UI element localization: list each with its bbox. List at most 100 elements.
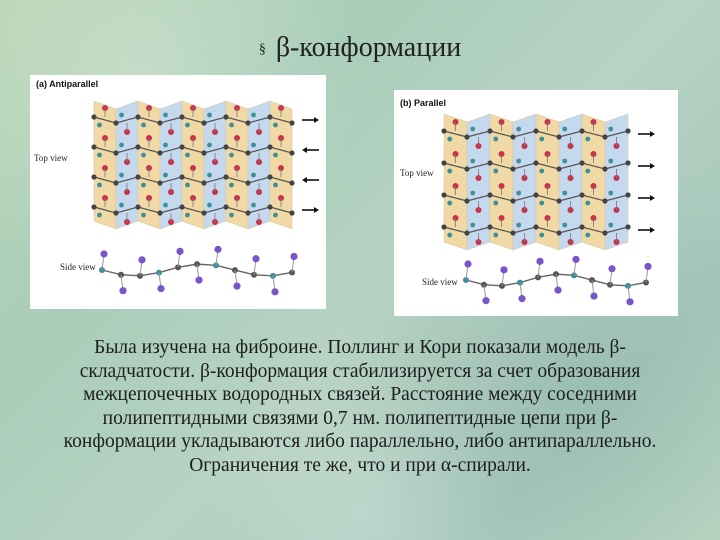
r-group-atom <box>644 262 652 271</box>
antiparallel-sheet-figure: (a) Antiparallel Top view Side view <box>30 75 326 309</box>
carbon-atom <box>289 180 295 186</box>
nitrogen-atom <box>608 222 614 228</box>
nitrogen-atom <box>141 122 146 128</box>
nitrogen-atom <box>229 182 234 188</box>
r-group-atom <box>290 252 298 261</box>
carbon-atom <box>135 114 141 120</box>
carbon-atom <box>201 120 207 126</box>
carbon-atom <box>157 180 163 186</box>
nitrogen-atom <box>585 136 591 142</box>
r-group-atom <box>176 247 184 255</box>
nitrogen-atom <box>516 190 522 196</box>
carbon-atom <box>464 166 470 172</box>
parallel-side-view-label: Side view <box>422 277 458 287</box>
r-group-atom <box>554 286 562 294</box>
side-atom <box>481 281 487 288</box>
antiparallel-diagram: (a) Antiparallel Top view Side view <box>34 79 319 296</box>
parallel-top-view-label: Top view <box>400 168 434 178</box>
carbon-atom <box>625 128 631 134</box>
r-group-atom <box>233 282 241 290</box>
carbon-atom <box>113 120 119 126</box>
side-atom <box>251 271 257 278</box>
nitrogen-atom <box>273 152 278 158</box>
r-group-atom <box>572 255 580 263</box>
carbon-atom <box>533 192 539 198</box>
carbon-atom <box>602 166 608 172</box>
pleat-panel <box>604 113 629 251</box>
description-line: полипептидными связями 0,7 нм. полипепти… <box>102 407 618 429</box>
nitrogen-atom <box>207 142 212 148</box>
r-group-atom <box>518 294 526 303</box>
r-group-atom <box>500 266 508 274</box>
carbon-atom <box>441 128 447 134</box>
carbon-atom <box>289 120 295 126</box>
r-group-atom <box>482 297 490 305</box>
nitrogen-atom <box>119 172 124 178</box>
nitrogen-atom <box>447 168 453 174</box>
carbon-atom <box>113 210 119 216</box>
carbon-atom <box>556 230 562 236</box>
nitrogen-atom <box>470 190 476 196</box>
carbon-atom <box>223 144 229 150</box>
antiparallel-side-view-label: Side view <box>60 262 96 272</box>
arrowhead <box>650 163 655 169</box>
carbon-atom <box>487 192 493 198</box>
carbon-atom <box>556 166 562 172</box>
nitrogen-atom <box>539 168 545 174</box>
carbon-atom <box>113 150 119 156</box>
backbone-chain <box>93 206 293 214</box>
nitrogen-atom <box>185 122 190 128</box>
carbon-atom <box>579 224 585 230</box>
carbon-atom <box>91 174 97 180</box>
nitrogen-atom <box>163 142 168 148</box>
bullet-icon: § <box>258 41 266 57</box>
carbon-atom <box>201 180 207 186</box>
nitrogen-atom <box>229 122 234 128</box>
carbon-atom <box>157 150 163 156</box>
r-group-atom <box>138 256 146 264</box>
parallel-top-view-sheet <box>441 113 655 251</box>
r-group-atom <box>195 276 203 284</box>
carbon-atom <box>223 204 229 210</box>
r-group-atom <box>626 298 634 306</box>
carbon-atom <box>464 134 470 140</box>
nitrogen-atom <box>251 142 256 148</box>
nitrogen-atom <box>251 112 256 118</box>
carbon-atom <box>533 128 539 134</box>
nitrogen-atom <box>585 232 591 238</box>
nitrogen-atom <box>470 222 476 228</box>
carbon-atom <box>179 174 185 180</box>
nitrogen-atom <box>562 190 568 196</box>
carbon-atom <box>157 120 163 126</box>
carbon-atom <box>135 174 141 180</box>
nitrogen-atom <box>163 172 168 178</box>
nitrogen-atom <box>447 232 453 238</box>
carbon-atom <box>289 150 295 156</box>
carbon-atom <box>487 224 493 230</box>
nitrogen-atom <box>119 202 124 208</box>
nitrogen-atom <box>539 136 545 142</box>
nitrogen-atom <box>251 202 256 208</box>
nitrogen-atom <box>97 182 102 188</box>
carbon-atom <box>179 204 185 210</box>
carbon-atom <box>91 144 97 150</box>
carbon-atom <box>441 160 447 166</box>
carbon-atom <box>289 210 295 216</box>
nitrogen-atom <box>516 222 522 228</box>
nitrogen-atom <box>207 202 212 208</box>
arrowhead <box>650 227 655 233</box>
r-group-atom <box>590 292 598 300</box>
carbon-atom <box>245 150 251 156</box>
nitrogen-atom <box>562 222 568 228</box>
nitrogen-atom <box>141 212 146 218</box>
r-group-atom <box>464 260 472 268</box>
nitrogen-atom <box>585 168 591 174</box>
arrowhead <box>314 117 319 123</box>
side-atom <box>156 269 162 276</box>
carbon-atom <box>579 160 585 166</box>
nitrogen-atom <box>493 232 499 238</box>
side-atom <box>517 279 523 286</box>
nitrogen-atom <box>539 200 545 206</box>
nitrogen-atom <box>516 126 522 132</box>
carbon-atom <box>91 204 97 210</box>
